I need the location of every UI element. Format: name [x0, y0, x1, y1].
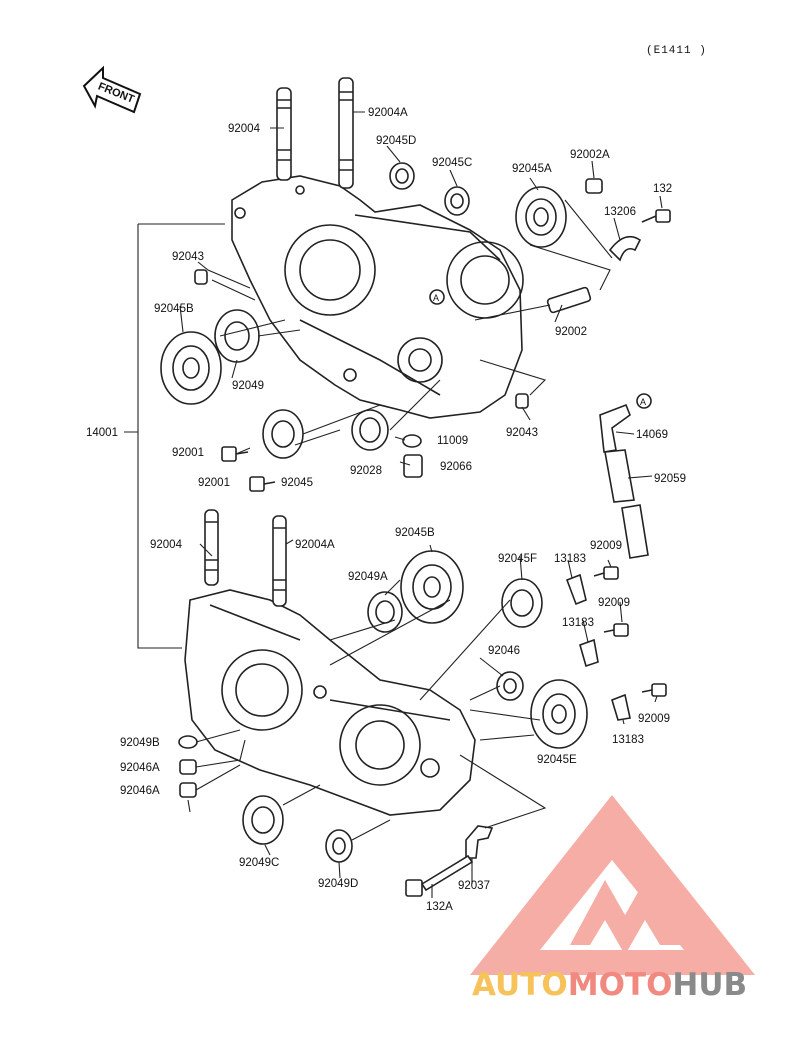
- upper-crankcase-half: [231, 175, 524, 419]
- label-92045B-top: 92045B: [154, 303, 194, 315]
- svg-text:A: A: [640, 397, 646, 407]
- seal-92049D: [325, 829, 353, 863]
- bearing-92045E: [530, 679, 588, 749]
- marker-A-right: A: [636, 393, 652, 409]
- label-92049: 92049: [232, 380, 264, 392]
- label-92045A: 92045A: [512, 163, 552, 175]
- clamp-92037: [465, 825, 494, 859]
- stud-92004-lower: [204, 509, 219, 586]
- bracket-13183-c: [611, 693, 631, 721]
- label-13206: 13206: [604, 206, 636, 218]
- label-92046A-b: 92046A: [120, 785, 160, 797]
- label-92002A: 92002A: [570, 149, 610, 161]
- bearing-92045A: [515, 186, 567, 248]
- watermark-part-hub: HUB: [672, 967, 747, 1003]
- label-92004-bottom: 92004: [150, 539, 183, 551]
- watermark-text: AUTOMOTOHUB: [472, 967, 747, 1003]
- label-92002: 92002: [555, 326, 587, 338]
- bearing-92046A-a: [179, 759, 197, 775]
- label-132-top: 132: [653, 183, 672, 195]
- plug-92002A: [585, 178, 603, 194]
- leader-lines: [179, 111, 663, 898]
- label-92009-c: 92009: [638, 713, 670, 725]
- hose-92059: [604, 449, 649, 559]
- label-13183-c: 13183: [612, 734, 644, 746]
- bolt-92009-c: [641, 683, 667, 697]
- label-92009-a: 92009: [590, 540, 622, 552]
- label-92001-a: 92001: [172, 447, 204, 459]
- seal-92045: [262, 409, 304, 459]
- label-92045B-bottom: 92045B: [395, 527, 435, 539]
- bolt-92009-a: [593, 566, 619, 580]
- stud-92004A-lower: [272, 515, 287, 607]
- label-92045: 92045: [281, 477, 313, 489]
- label-92049C: 92049C: [239, 857, 279, 869]
- dowel-92043-left: [194, 269, 208, 285]
- bracket-13183-a: [565, 573, 587, 606]
- watermark-logo: [470, 795, 755, 975]
- clamp-13206: [608, 235, 642, 262]
- label-14069: 14069: [636, 429, 668, 441]
- diagram-code: (E1411 ): [646, 45, 707, 57]
- label-92001-b: 92001: [198, 477, 230, 489]
- label-92045C: 92045C: [432, 157, 472, 169]
- label-92043-right: 92043: [506, 427, 538, 439]
- label-92045F: 92045F: [498, 553, 537, 565]
- label-92059: 92059: [654, 473, 686, 485]
- lower-crankcase-half: [184, 589, 476, 816]
- watermark-part-auto: AUTO: [472, 967, 568, 1003]
- front-arrow-icon: FRONT: [82, 65, 142, 114]
- watermark-part-moto: MOTO: [568, 967, 673, 1003]
- label-92043-left: 92043: [172, 251, 204, 263]
- washer-11009: [402, 434, 422, 448]
- label-13183-b: 13183: [562, 617, 594, 629]
- bolt-92009-b: [603, 623, 629, 637]
- label-92045E: 92045E: [537, 754, 577, 766]
- stud-92004-upper: [276, 87, 292, 181]
- label-92004A-top: 92004A: [368, 107, 408, 119]
- bearing-92046: [496, 671, 524, 701]
- bolt-92001-a: [221, 446, 249, 462]
- bearing-92045C: [444, 186, 470, 216]
- watermark-m-icon: [570, 880, 680, 955]
- label-13183-a: 13183: [554, 553, 586, 565]
- label-132A: 132A: [426, 901, 453, 913]
- stud-92004A-upper: [338, 77, 354, 189]
- label-92004-top: 92004: [228, 123, 261, 135]
- label-92066: 92066: [440, 461, 472, 473]
- fitting-14069: [599, 403, 631, 453]
- label-92046: 92046: [488, 645, 520, 657]
- bushing-92028: [351, 409, 389, 451]
- svg-text:A: A: [433, 293, 439, 303]
- bearing-92045B-upper: [160, 331, 222, 405]
- watermark-triangle-icon: [470, 795, 755, 975]
- label-92037: 92037: [458, 880, 490, 892]
- label-11009: 11009: [437, 435, 468, 447]
- label-92028: 92028: [350, 465, 382, 477]
- label-92049D: 92049D: [318, 878, 358, 890]
- seal-92049A: [367, 591, 403, 633]
- label-92046A-a: 92046A: [120, 762, 160, 774]
- plug-92002: [546, 286, 592, 314]
- label-14001: 14001: [86, 427, 118, 439]
- bearing-92045D: [389, 162, 415, 190]
- dowel-92043-right: [515, 393, 529, 409]
- bracket-13183-b: [579, 638, 599, 668]
- plug-92066: [403, 454, 423, 478]
- bolt-132-top: [641, 209, 671, 223]
- label-92004A-bottom: 92004A: [295, 539, 335, 551]
- marker-A-center: A: [429, 289, 445, 305]
- label-92009-b: 92009: [598, 597, 630, 609]
- bearing-92046A-b: [179, 782, 197, 798]
- label-92049A: 92049A: [348, 571, 388, 583]
- label-92045D: 92045D: [376, 135, 416, 147]
- seal-92049C: [242, 795, 284, 845]
- bearing-92045B-lower: [400, 550, 464, 624]
- seal-92049B: [178, 735, 198, 749]
- bolt-92001-b: [249, 476, 276, 492]
- label-92049B: 92049B: [120, 737, 160, 749]
- part-labels: 92004 92004A 92045D 92045C 92045A 92002A…: [86, 107, 686, 913]
